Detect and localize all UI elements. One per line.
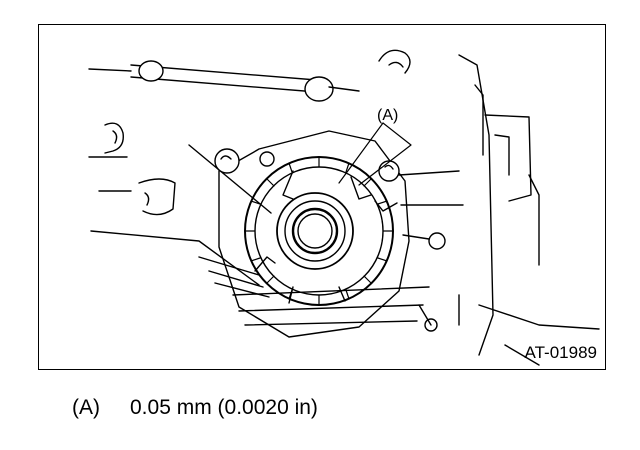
pump-gear-ring [244, 156, 398, 306]
figure-frame: (A) AT-01989 [38, 24, 606, 370]
callout-a-leaders [338, 122, 412, 186]
callout-a-label: (A) [377, 107, 399, 124]
linkage-rod [88, 49, 411, 102]
pump-inner-hub [276, 192, 354, 270]
legend-line: (A) 0.05 mm (0.0020 in) [72, 396, 318, 420]
pump-body-outline [198, 130, 464, 338]
left-clips [88, 122, 272, 286]
figure-id-label: AT-01989 [524, 343, 597, 362]
pump-housing-drawing [88, 49, 600, 366]
legend-key: (A) [72, 396, 100, 419]
legend-text: 0.05 mm (0.0020 in) [130, 396, 318, 419]
housing-right-edge [458, 54, 600, 366]
